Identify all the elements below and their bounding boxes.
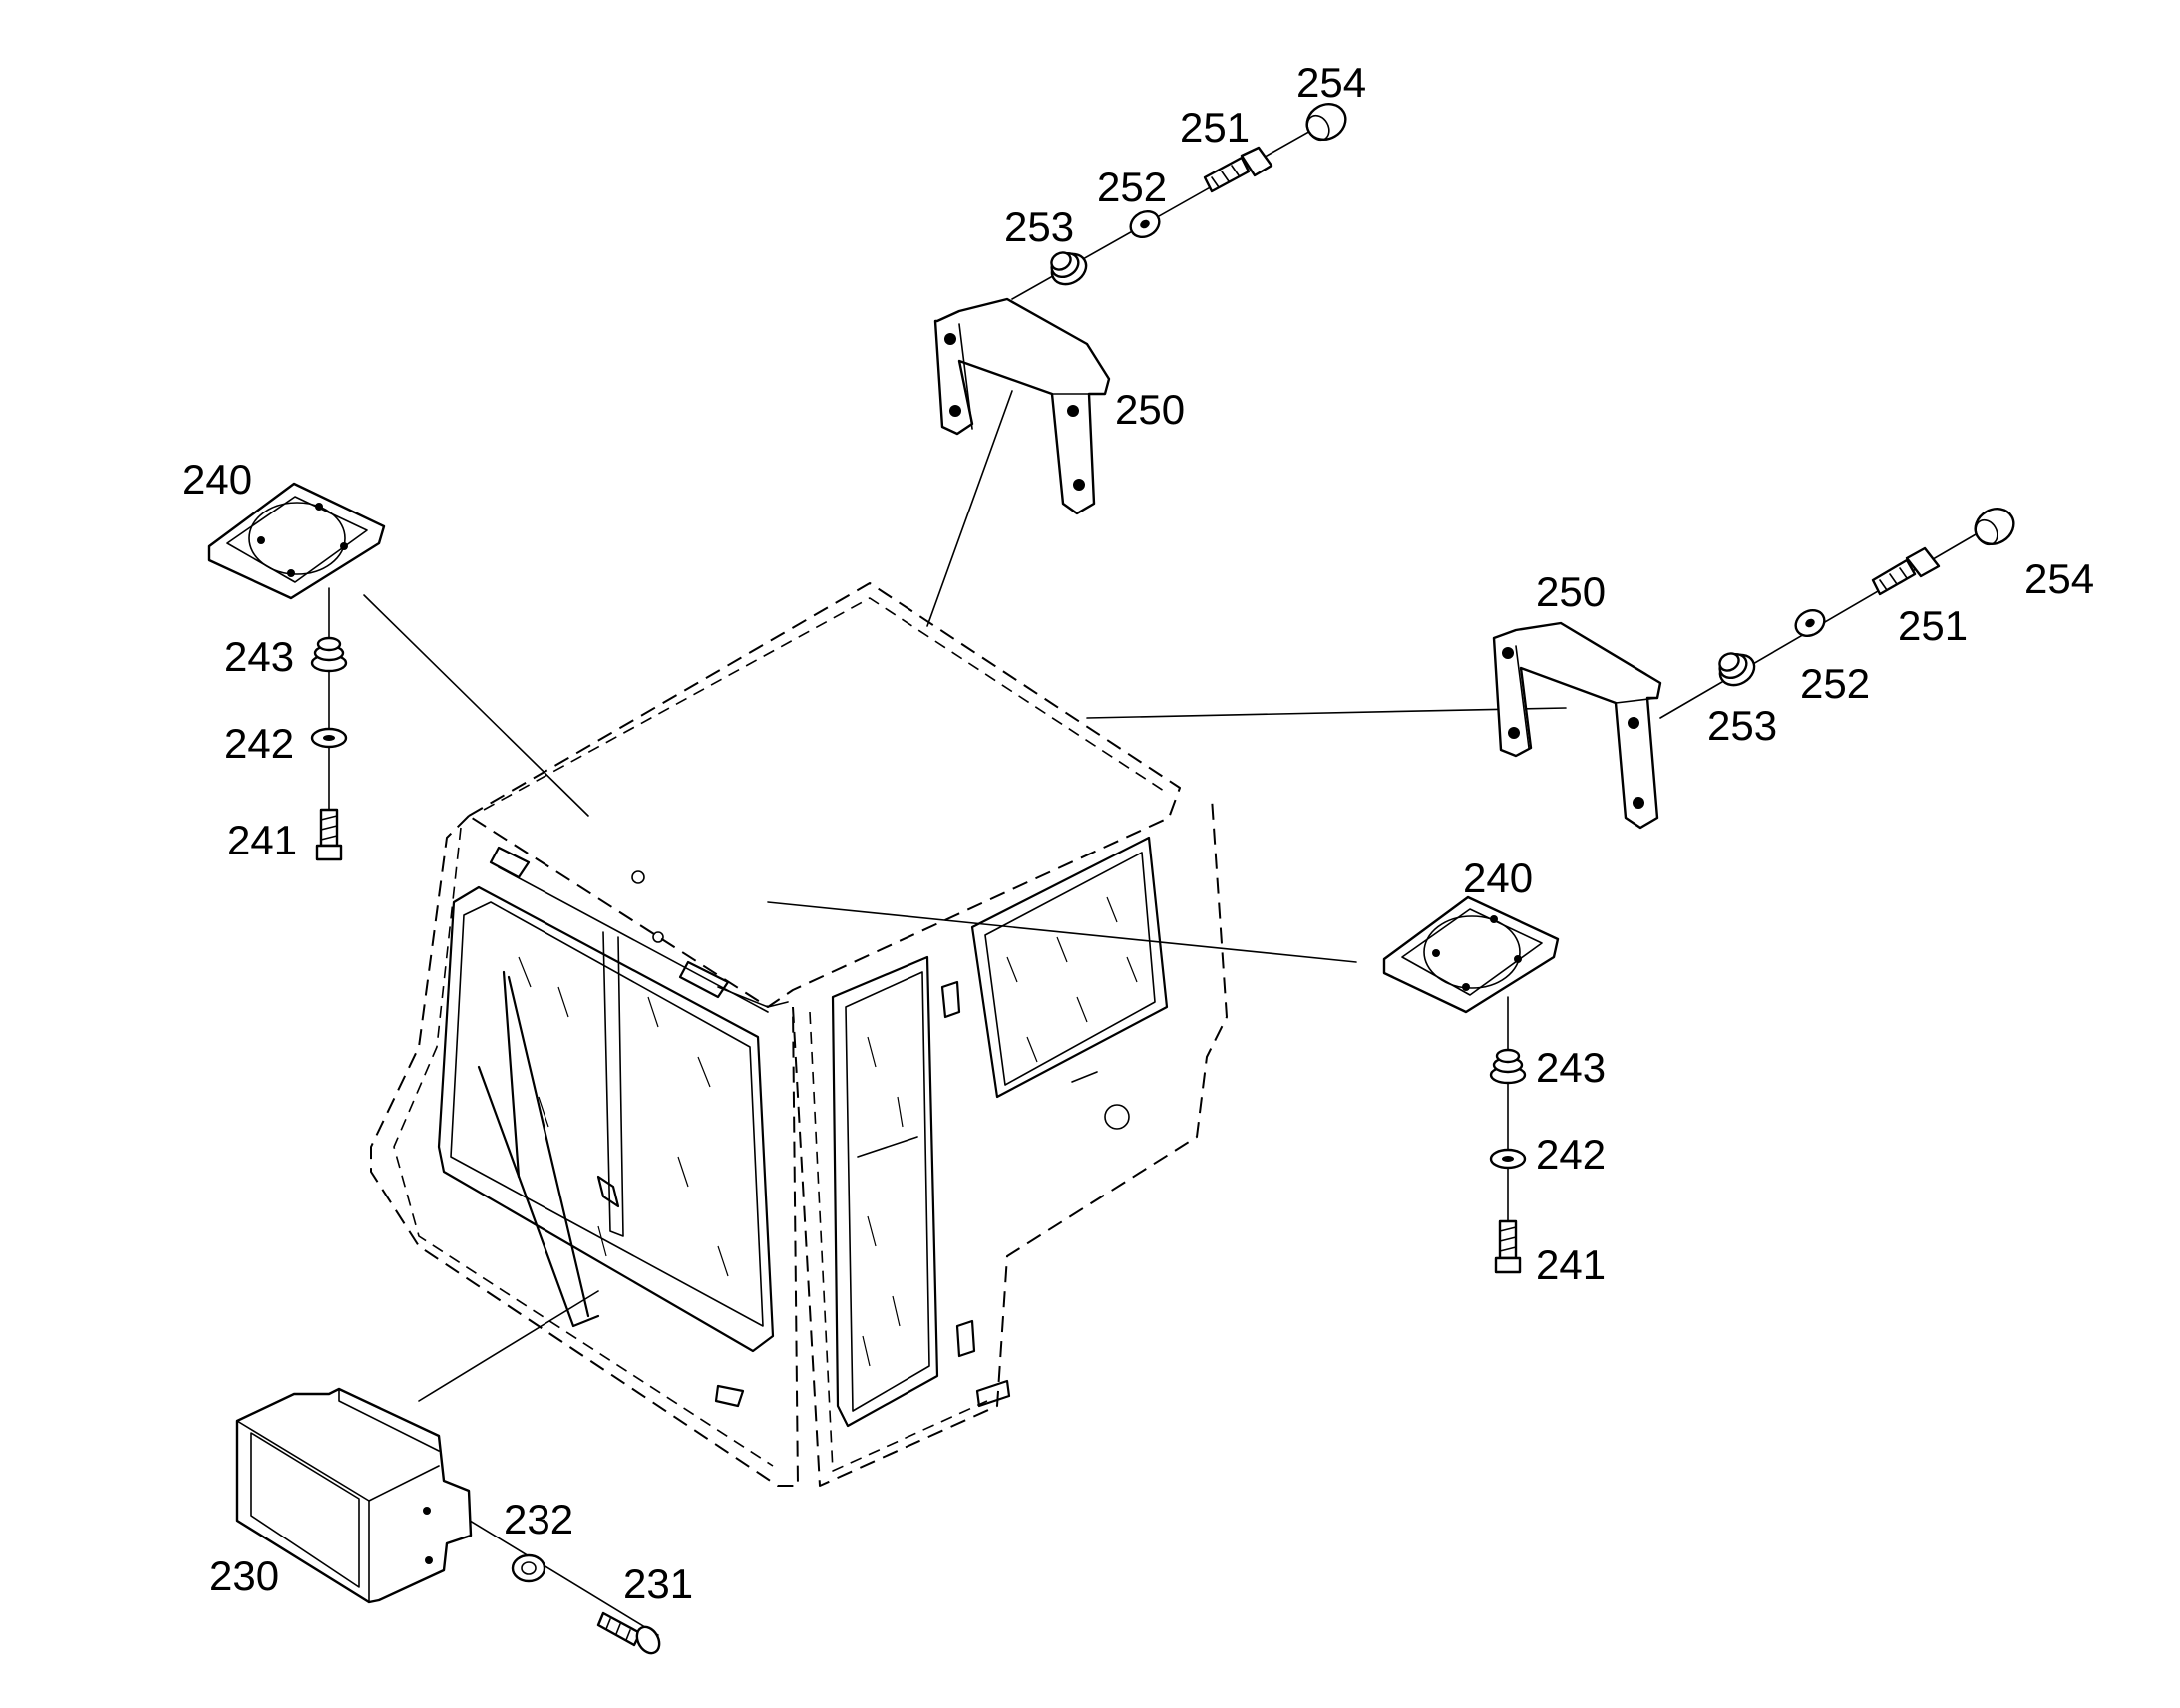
callout-243-left: 243	[224, 633, 294, 680]
grommet-243-left	[310, 636, 348, 673]
grommet-253-right	[1718, 652, 1756, 687]
top-bracket-group	[933, 103, 1347, 515]
callout-labels: 254 251 252 253 250 250 254 251 252 253 …	[182, 59, 2094, 1607]
bracket-250-top	[933, 297, 1111, 515]
grommet-253-top	[1050, 251, 1088, 286]
right-mount-group	[1382, 895, 1560, 1274]
callout-250-top: 250	[1115, 386, 1185, 433]
bolt-251-top	[1203, 146, 1273, 193]
right-bracket-group	[1492, 508, 2015, 830]
callout-254-top: 254	[1296, 59, 1366, 106]
bolt-241-left	[315, 808, 343, 861]
leader-lines	[328, 124, 1996, 1636]
box-230	[235, 1387, 473, 1604]
washer-242-right	[1489, 1148, 1527, 1170]
callout-252-top: 252	[1097, 164, 1167, 210]
callout-240-left: 240	[182, 456, 252, 503]
mount-plate-240-right	[1382, 895, 1560, 1014]
callout-243-right: 243	[1536, 1044, 1606, 1091]
callout-252-right: 252	[1800, 660, 1870, 707]
washer-232	[511, 1553, 546, 1583]
callout-254-right: 254	[2024, 555, 2094, 602]
screw-231	[596, 1611, 661, 1655]
cab-body	[370, 582, 1228, 1487]
bracket-250-right	[1492, 621, 1662, 830]
callout-253-top: 253	[1004, 203, 1074, 250]
left-mount-group	[207, 482, 386, 861]
callout-251-right: 251	[1898, 602, 1968, 649]
callout-250-right: 250	[1536, 568, 1606, 615]
callout-230: 230	[209, 1552, 279, 1599]
callout-253-right: 253	[1707, 702, 1777, 749]
mount-plate-240-left	[207, 482, 386, 600]
callout-231: 231	[623, 1560, 693, 1607]
callout-242-right: 242	[1536, 1131, 1606, 1178]
washer-252-top	[1129, 209, 1161, 239]
washer-252-right	[1794, 608, 1826, 638]
washer-242-left	[310, 727, 348, 749]
bolt-241-right	[1494, 1219, 1522, 1274]
callout-240-right: 240	[1463, 854, 1533, 901]
cap-254-right	[1974, 508, 2015, 546]
bolt-251-right	[1871, 546, 1941, 596]
callout-241-right: 241	[1536, 1241, 1606, 1288]
callout-251-top: 251	[1180, 104, 1250, 151]
front-box-group	[235, 1387, 661, 1655]
callout-232: 232	[504, 1496, 573, 1542]
cap-254-top	[1305, 103, 1347, 142]
grommet-243-right	[1489, 1048, 1527, 1085]
callout-241-left: 241	[227, 817, 297, 863]
callout-242-left: 242	[224, 720, 294, 767]
